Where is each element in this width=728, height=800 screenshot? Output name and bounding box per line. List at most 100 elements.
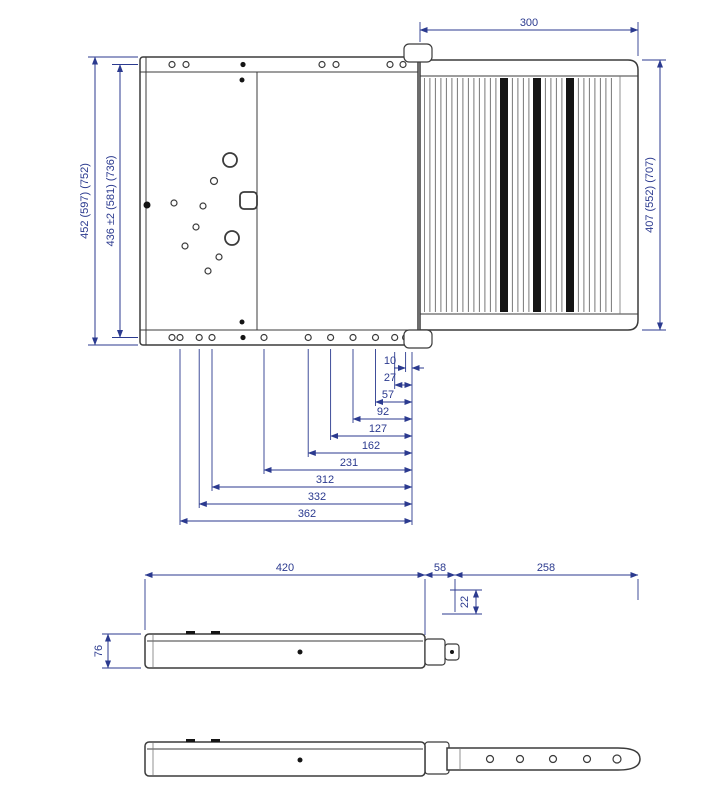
drive-unit	[424, 638, 446, 666]
bolt-hole	[386, 60, 394, 69]
bottom-rail-holes	[168, 333, 410, 342]
dimension-label: 57	[382, 389, 394, 401]
mount-tab	[186, 631, 195, 634]
bolt-hole	[168, 60, 176, 69]
extended-arm	[446, 747, 641, 771]
chain-dimension-row: 10	[384, 355, 424, 372]
dimension-step-height: 407 (552) (707)	[642, 59, 666, 331]
side-view-extended	[144, 739, 641, 777]
tread-dark-bar	[500, 78, 508, 312]
dimension-label: 92	[377, 406, 389, 418]
mechanism-holes	[143, 77, 245, 325]
bolt-hole	[195, 333, 203, 342]
chain-dimension-row: 27	[384, 372, 413, 389]
arm-end-hole	[612, 754, 622, 764]
frame-outline	[139, 56, 419, 346]
dimension-label: 22	[459, 596, 471, 608]
bolt-hole	[349, 333, 357, 342]
arm-hole	[485, 754, 495, 764]
bolt-hole	[327, 333, 335, 342]
mount-tab	[186, 739, 195, 742]
slide-bracket-bottom	[403, 329, 433, 349]
side-view-retracted	[144, 631, 460, 669]
dimension-label: 58	[434, 562, 446, 574]
chain-dimension-row: 162	[307, 440, 413, 457]
bolt-hole	[399, 60, 407, 69]
bolt-hole	[304, 333, 312, 342]
bolt-hole	[371, 333, 380, 342]
dimension-label: 258	[537, 562, 555, 574]
dimension-label: 76	[93, 645, 105, 657]
pin-dot	[239, 77, 245, 83]
top-view-frame	[139, 56, 419, 346]
housing-hole	[297, 649, 303, 655]
dimension-label: 27	[384, 372, 396, 384]
dimension-frame-height-holes: 436 ±2 (581) (736)	[105, 64, 138, 338]
dimension-label: 162	[362, 440, 380, 452]
bolt-hole	[208, 333, 216, 342]
dimension-label: 407 (552) (707)	[644, 157, 656, 233]
mount-tab	[211, 739, 220, 742]
dimension-label: 452 (597) (752)	[79, 163, 91, 239]
dimension-housing-height: 76	[93, 633, 141, 669]
chain-dimension-row: 332	[198, 491, 413, 508]
chain-dimension-row: 127	[330, 423, 413, 440]
top-view-step	[403, 43, 639, 349]
chain-dimension-row: 92	[352, 406, 413, 423]
dimension-latch-offset: 22	[442, 589, 482, 615]
bolt-hole	[260, 333, 268, 342]
pin-dot	[239, 319, 245, 325]
step-tread-ribs	[424, 78, 616, 312]
dimension-label: 312	[316, 474, 334, 486]
arm-hole	[515, 754, 525, 764]
edge-notch	[143, 201, 151, 209]
mechanism-hole	[192, 223, 200, 231]
dimension-label: 10	[384, 355, 396, 367]
dimension-frame-height-outer: 452 (597) (752)	[79, 56, 138, 346]
mechanism-hole	[181, 242, 189, 250]
bolt-hole	[318, 60, 326, 69]
housing-hole	[297, 757, 303, 763]
bolt-hole	[332, 60, 340, 69]
tread-dark-bar	[533, 78, 541, 312]
mechanism-hole-large	[222, 152, 238, 168]
dimension-label: 362	[298, 508, 316, 520]
chain-dimension-row: 312	[211, 474, 413, 491]
chain-dimension-row: 57	[375, 389, 413, 406]
bolt-hole	[168, 333, 176, 342]
bolt-hole	[176, 333, 184, 342]
dimension-label: 300	[520, 17, 538, 29]
bolt-hole-dark	[240, 334, 246, 341]
tread-dark-bar	[566, 78, 574, 312]
frame-square-port	[239, 191, 258, 210]
mechanism-hole	[170, 199, 178, 207]
latch-pin	[450, 650, 454, 654]
dimension-label: 436 ±2 (581) (736)	[105, 155, 117, 246]
mount-tab	[211, 631, 220, 634]
mechanism-hole	[209, 176, 219, 186]
chain-dimension-row: 231	[263, 457, 413, 474]
dimension-label: 231	[340, 457, 358, 469]
arm-hole	[548, 754, 558, 764]
drive-unit	[424, 741, 450, 775]
housing-outline	[144, 633, 426, 669]
dimension-step-width: 300	[419, 17, 639, 56]
dimension-label: 332	[308, 491, 326, 503]
bolt-hole	[182, 60, 190, 69]
chain-extension-lines	[179, 349, 413, 525]
bolt-hole-dark	[240, 61, 246, 68]
bolt-hole	[391, 333, 399, 342]
housing-outline	[144, 741, 426, 777]
chain-dimension-row: 362	[179, 508, 413, 525]
top-rail-holes	[168, 60, 407, 69]
mechanism-hole	[215, 253, 223, 261]
mechanism-hole-large	[224, 230, 240, 246]
dimension-label: 420	[276, 562, 294, 574]
side-view-dimensions: 420 58 258	[144, 562, 639, 635]
slide-bracket-top	[403, 43, 433, 63]
arm-hole	[582, 754, 592, 764]
mechanism-hole	[199, 202, 207, 210]
mechanism-hole	[204, 267, 212, 275]
